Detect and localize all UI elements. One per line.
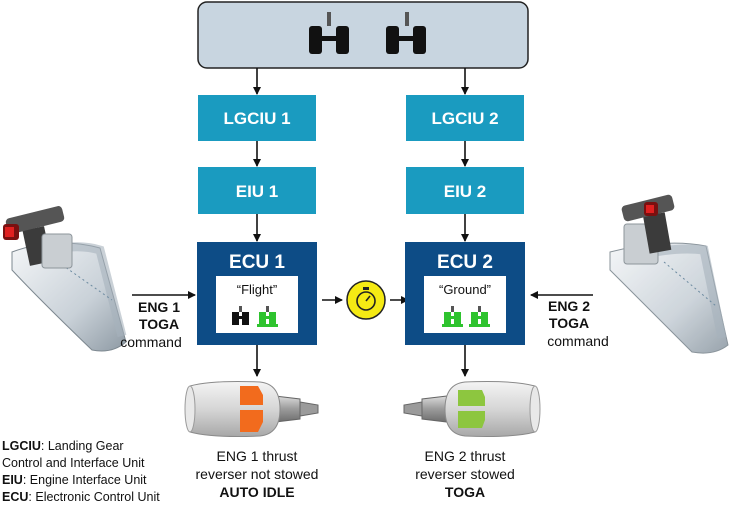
- eng-2-command-line1: ENG 2: [548, 298, 590, 314]
- eng-1-status-line3: AUTO IDLE: [219, 484, 294, 500]
- legend-line: Control and Interface Unit: [2, 456, 145, 470]
- throttle-lever-icon: [3, 206, 127, 352]
- throttle-lever-icon: [609, 194, 729, 354]
- eng-1-status-line1: ENG 1 thrust: [217, 448, 298, 464]
- landing-gear-icon: [232, 306, 249, 325]
- abbreviation-legend: LGCIU: Landing Gear Control and Interfac…: [2, 439, 160, 504]
- ecu-2-status-panel: [424, 276, 506, 333]
- ecu-1-status-panel: [216, 276, 298, 333]
- landing-gear-icon: [309, 12, 349, 54]
- lgciu-2-box: LGCIU 2: [406, 95, 524, 141]
- ecu-2-mode: “Ground”: [439, 282, 491, 297]
- landing-gear-icon: [442, 306, 463, 327]
- engine-nacelle-icon: [403, 381, 541, 437]
- signal-arrows: [132, 68, 593, 377]
- lgciu-1-label: LGCIU 1: [223, 109, 290, 128]
- lgciu-1-box: LGCIU 1: [198, 95, 316, 141]
- ecu-2-box: ECU 2 “Ground”: [405, 242, 525, 345]
- eng-2-status-line2: reverser stowed: [415, 466, 515, 482]
- eng-1-command-line2: TOGA: [139, 316, 179, 332]
- lgciu-2-label: LGCIU 2: [431, 109, 498, 128]
- ecu-1-title: ECU 1: [229, 252, 285, 273]
- eiu-2-box: EIU 2: [406, 167, 524, 214]
- legend-line: EIU: Engine Interface Unit: [2, 473, 147, 487]
- ecu-1-mode: “Flight”: [237, 282, 277, 297]
- legend-line: LGCIU: Landing Gear: [2, 439, 124, 453]
- landing-gear-icon: [257, 306, 278, 327]
- eng-2-status-line1: ENG 2 thrust: [425, 448, 506, 464]
- landing-gear-icon: [386, 12, 426, 54]
- eiu-1-box: EIU 1: [198, 167, 316, 214]
- stopwatch-icon: [346, 280, 386, 320]
- legend-line: ECU: Electronic Control Unit: [2, 490, 160, 504]
- eng-2-status-line3: TOGA: [445, 484, 485, 500]
- ecu-2-gear-icons: [442, 306, 490, 327]
- ecu-1-box: ECU 1 “Flight”: [197, 242, 317, 345]
- eng-1-command-line3: command: [120, 334, 181, 350]
- ecu-2-title: ECU 2: [437, 252, 493, 273]
- eng-2-command-line3: command: [547, 333, 608, 349]
- engine-2-reverser-doors: [458, 390, 485, 428]
- eng-2-command-line2: TOGA: [549, 315, 589, 331]
- landing-gear-panel: [197, 1, 529, 69]
- eng-1-command-line1: ENG 1: [138, 299, 180, 315]
- ecu-1-gear-icons: [232, 306, 278, 327]
- eiu-1-label: EIU 1: [236, 182, 279, 201]
- eiu-2-label: EIU 2: [444, 182, 487, 201]
- eng-1-status-line2: reverser not stowed: [196, 466, 319, 482]
- engine-1-reverser-doors: [240, 386, 263, 432]
- landing-gear-icon: [469, 306, 490, 327]
- engine-nacelle-icon: [184, 381, 319, 437]
